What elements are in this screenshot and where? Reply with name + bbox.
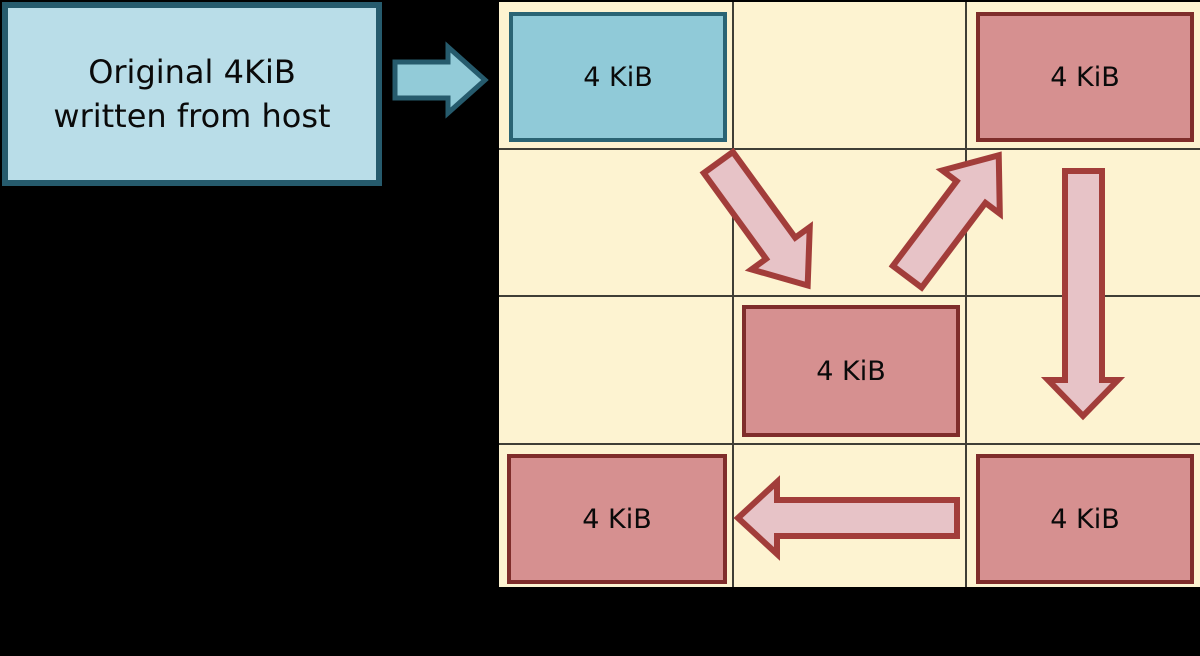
flash-page-copy-top-right: 4 KiB <box>976 12 1194 142</box>
flash-page-label: 4 KiB <box>583 61 653 93</box>
copy-arrow-down-icon <box>1040 168 1126 421</box>
flash-page-label: 4 KiB <box>816 355 886 387</box>
grid-line-vertical-1 <box>732 2 734 587</box>
grid-line-vertical-2 <box>965 2 967 587</box>
copy-arrow-up-right-icon <box>888 151 1003 292</box>
grid-line-horizontal-2 <box>499 295 1200 297</box>
flash-page-label: 4 KiB <box>582 503 652 535</box>
grid-line-horizontal-3 <box>499 443 1200 445</box>
copy-arrow-left-icon <box>733 475 960 561</box>
flash-page-copy-middle: 4 KiB <box>742 305 960 437</box>
copy-arrow-down-right-icon <box>699 147 813 290</box>
flash-page-original: 4 KiB <box>509 12 727 142</box>
host-write-box-line2: written from host <box>53 97 331 135</box>
flash-page-label: 4 KiB <box>1050 503 1120 535</box>
flash-page-label: 4 KiB <box>1050 61 1120 93</box>
flash-page-copy-bottom-right: 4 KiB <box>976 454 1194 584</box>
flash-page-copy-bottom-left: 4 KiB <box>507 454 727 584</box>
host-write-box: Original 4KiB written from host <box>2 2 382 186</box>
grid-line-horizontal-1 <box>499 148 1200 150</box>
host-write-box-line1: Original 4KiB <box>88 53 296 91</box>
host-write-arrow-icon <box>392 41 489 119</box>
